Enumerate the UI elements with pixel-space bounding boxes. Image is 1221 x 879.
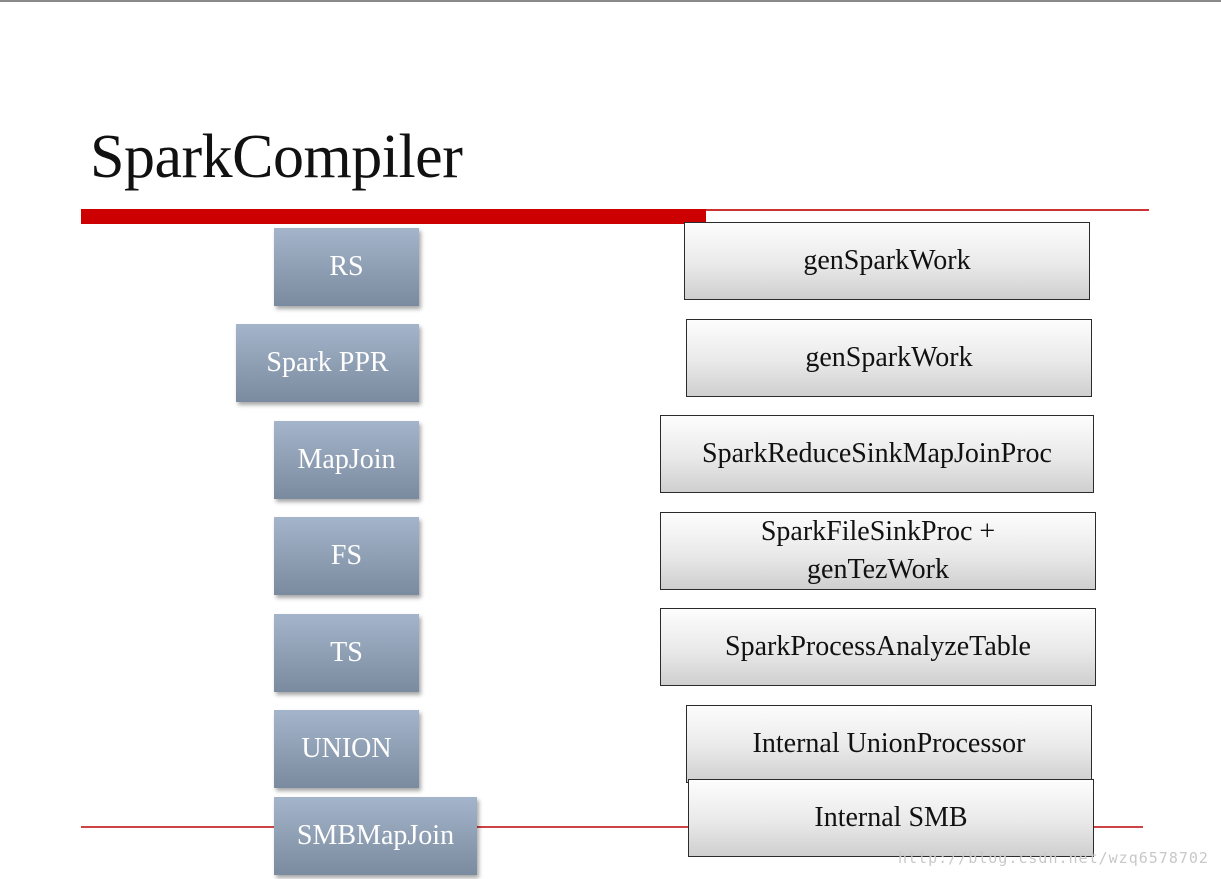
operator-union: UNION <box>274 710 419 788</box>
processor-label: genSparkWork <box>805 342 973 373</box>
processor-label-line1: SparkFileSinkProc + <box>760 516 996 547</box>
processor-sparkreducesinkmapjoinproc: SparkReduceSinkMapJoinProc <box>660 415 1094 493</box>
operator-label: TS <box>330 637 363 668</box>
watermark-url: http://blog.csdn.net/wzq6578702 <box>898 849 1209 867</box>
processor-gensparkwork-2: genSparkWork <box>686 319 1092 397</box>
processor-label: genSparkWork <box>803 245 971 276</box>
title-underline-thin <box>706 209 1149 211</box>
bottom-rule <box>81 826 1143 828</box>
processor-label: SparkReduceSinkMapJoinProc <box>702 438 1052 469</box>
processor-gensparkwork-1: genSparkWork <box>684 222 1090 300</box>
operator-label: FS <box>330 540 363 571</box>
operator-label: RS <box>329 251 364 282</box>
top-rule <box>0 0 1221 2</box>
operator-ts: TS <box>274 614 419 692</box>
operator-label: MapJoin <box>297 444 396 475</box>
operator-spark-ppr: Spark PPR <box>236 324 419 402</box>
processor-label: Internal SMB <box>814 802 968 833</box>
operator-rs: RS <box>274 228 419 306</box>
operator-smbmapjoin: SMBMapJoin <box>274 797 477 875</box>
slide-title: SparkCompiler <box>90 123 463 191</box>
title-underline-thick <box>81 209 706 224</box>
processor-label: Internal UnionProcessor <box>752 728 1026 759</box>
operator-label: Spark PPR <box>266 347 389 378</box>
processor-internal-unionprocessor: Internal UnionProcessor <box>686 705 1092 783</box>
processor-sparkprocessanalyzetable: SparkProcessAnalyzeTable <box>660 608 1096 686</box>
operator-fs: FS <box>274 517 419 595</box>
processor-label-line2: genTezWork <box>807 554 949 585</box>
processor-internal-smb: Internal SMB <box>688 779 1094 857</box>
operator-label: UNION <box>301 733 392 764</box>
processor-label: SparkProcessAnalyzeTable <box>725 631 1031 662</box>
processor-sparkfilesinkproc: SparkFileSinkProc + genTezWork <box>660 512 1096 590</box>
operator-mapjoin: MapJoin <box>274 421 419 499</box>
operator-label: SMBMapJoin <box>296 820 455 851</box>
